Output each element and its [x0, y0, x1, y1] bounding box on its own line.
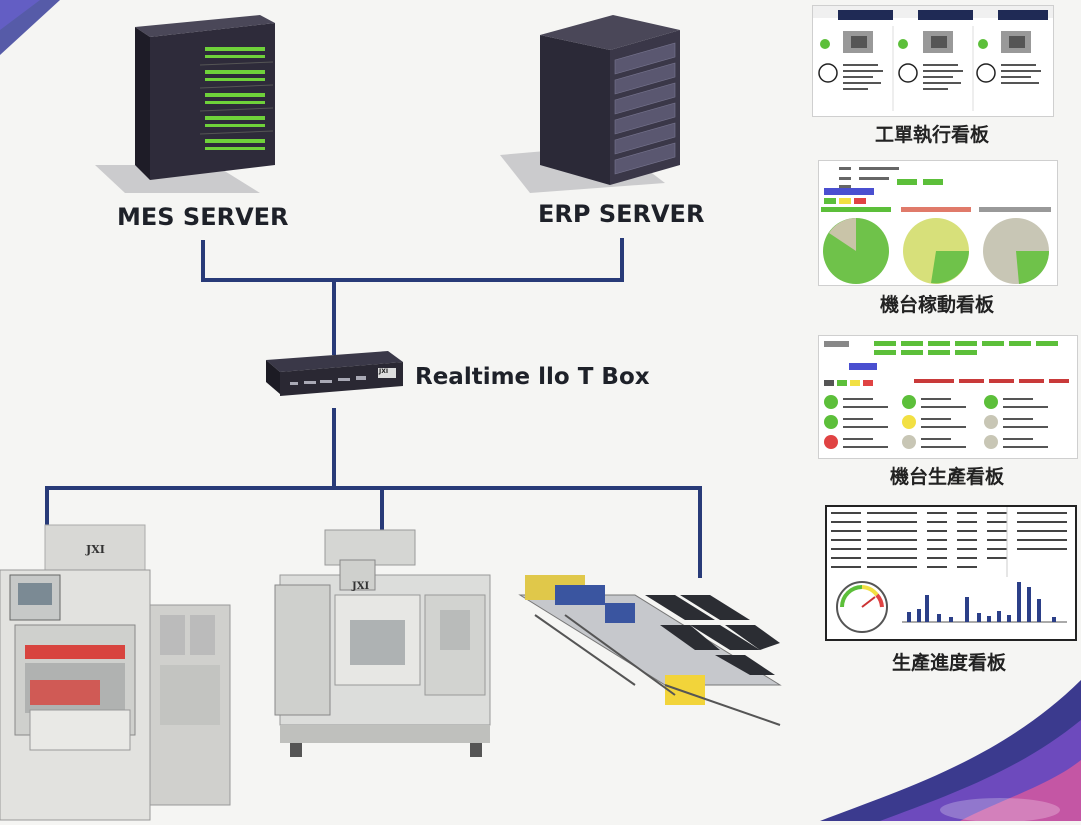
erp-server-icon: [500, 15, 680, 193]
machine-press-icon: [0, 524, 231, 821]
dashboard-progress-caption: 生產進度看板: [891, 652, 1006, 674]
machine-center-icon: [274, 529, 491, 757]
iot-box-label: Realtime llo T Box: [415, 364, 650, 390]
iot-box-badge: JXI: [379, 368, 389, 375]
conveyor-line-icon: [518, 575, 782, 726]
machine-1: JXI: [0, 515, 235, 821]
dashboard-progress-thumbnail: [825, 505, 1077, 641]
work-order-board-preview: [813, 6, 1053, 111]
erp-server: ERP SERVER: [495, 5, 735, 240]
progress-board-preview: [831, 507, 1067, 633]
utilization-board-preview: [821, 167, 1051, 284]
dashboard-utilization-caption: 機台稼動看板: [879, 294, 994, 316]
machine-2-logo: JXI: [352, 581, 370, 592]
dashboard-production-caption: 機台生產看板: [889, 466, 1004, 488]
production-board-preview: [824, 341, 1069, 449]
corner-decoration-bottom-right: [820, 680, 1081, 821]
dashboard-production-thumbnail: [818, 335, 1078, 459]
machine-3: [515, 555, 785, 745]
network-lines: [45, 238, 702, 578]
machine-2: JXI: [270, 525, 500, 760]
corner-decoration-top-left: [0, 0, 60, 55]
dashboard-work-order-thumbnail: [812, 5, 1054, 117]
iot-box: JXI: [258, 348, 408, 408]
erp-server-label: ERP SERVER: [538, 200, 705, 228]
machine-1-logo: JXI: [86, 543, 105, 556]
mes-server: MES SERVER: [85, 15, 305, 250]
mes-server-icon: [95, 15, 275, 193]
dashboard-work-order-caption: 工單執行看板: [874, 124, 989, 146]
dashboard-utilization-thumbnail: [818, 160, 1058, 286]
iot-box-icon: [266, 351, 403, 396]
mes-server-label: MES SERVER: [117, 203, 289, 231]
